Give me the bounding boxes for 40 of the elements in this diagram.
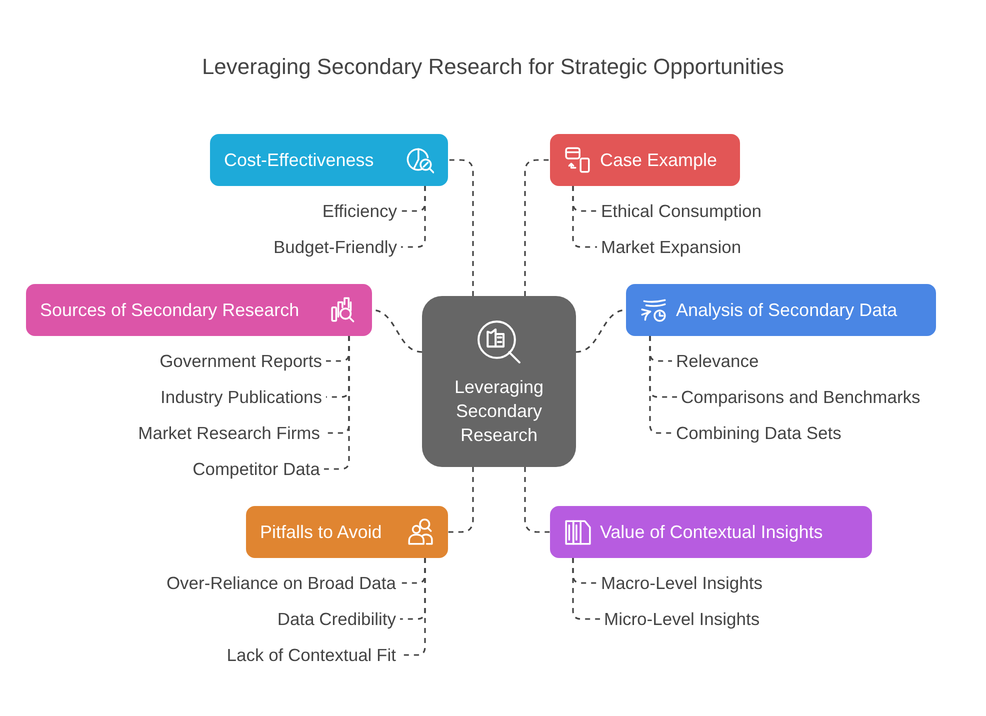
subtopic-text: Data Credibility	[277, 608, 396, 630]
connector-line	[572, 558, 600, 620]
subtopic-text: Competitor Data	[192, 458, 320, 480]
category-box	[550, 506, 872, 558]
subtopic-text: Lack of Contextual Fit	[226, 644, 396, 666]
category-box	[626, 284, 936, 336]
connector-line	[524, 159, 550, 296]
category-label: Pitfalls to Avoid	[260, 522, 382, 542]
central-topic-label: Leveraging Secondary Research	[453, 376, 545, 446]
subtopic-text: Efficiency	[322, 200, 397, 222]
category-box	[210, 134, 448, 186]
category-box	[26, 284, 372, 336]
connector-line	[324, 336, 350, 470]
category-label: Case Example	[600, 150, 718, 170]
category-label: Cost-Effectiveness	[224, 150, 374, 170]
connector-line	[448, 467, 474, 533]
category-box	[550, 134, 740, 186]
category-label: Value of Contextual Insights	[600, 522, 823, 542]
subtopic-text: Combining Data Sets	[676, 422, 842, 444]
connector-line	[572, 186, 597, 248]
subtopic-text: Market Research Firms	[138, 422, 320, 444]
diagram-title: Leveraging Secondary Research for Strategic Opportunities	[200, 54, 786, 80]
subtopic-text: Comparisons and Benchmarks	[681, 386, 920, 408]
category-label: Analysis of Secondary Data	[676, 300, 898, 320]
subtopic-text: Over-Reliance on Broad Data	[166, 572, 396, 594]
subtopic-text: Micro-Level Insights	[604, 608, 760, 630]
connector-line	[448, 159, 474, 296]
subtopic-text: Market Expansion	[601, 236, 742, 258]
subtopic-text: Budget-Friendly	[273, 236, 397, 258]
subtopic-text: Government Reports	[160, 350, 322, 372]
connector-line	[401, 186, 426, 248]
connector-line	[524, 467, 550, 533]
category-label: Sources of Secondary Research	[40, 300, 300, 320]
subtopic-text: Macro-Level Insights	[601, 572, 762, 594]
subtopic-text: Ethical Consumption	[601, 200, 762, 222]
connector-line	[649, 336, 672, 434]
subtopic-text: Relevance	[676, 350, 759, 372]
category-box	[246, 506, 448, 558]
subtopic-text: Industry Publications	[160, 386, 322, 408]
central-topic-box	[422, 296, 576, 467]
